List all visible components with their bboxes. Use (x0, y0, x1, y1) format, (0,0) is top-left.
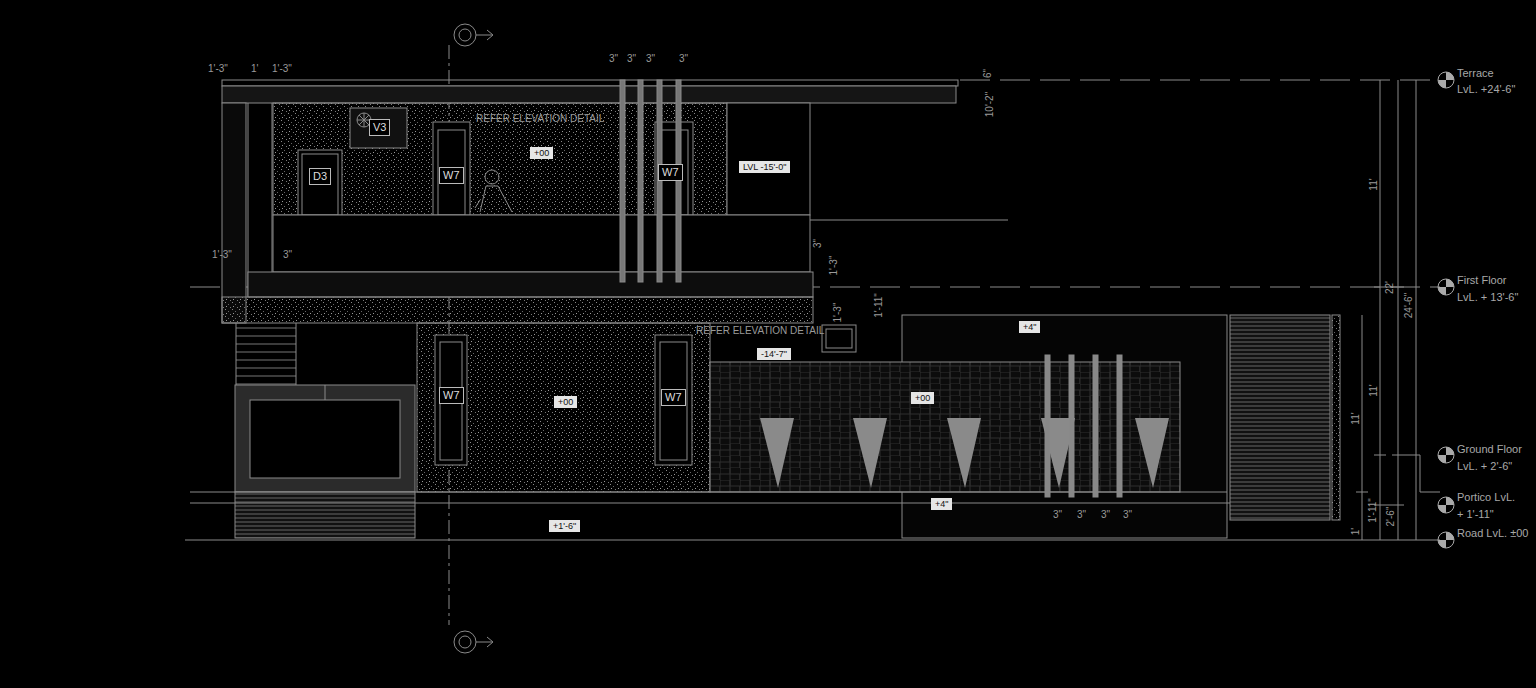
tag-text: -14'-7" (761, 349, 787, 359)
dimension-label: 11' (1368, 178, 1379, 190)
dimension-label: 1'-11" (1367, 498, 1378, 523)
dimension-label: 6" (982, 69, 993, 78)
tag-text: W7 (443, 169, 460, 181)
dimension-label: 1'-3" (832, 303, 843, 323)
level-label: LvL. +24'-6" (1457, 83, 1515, 95)
tag-text: LVL -15'-0" (743, 162, 786, 172)
tag-text: +00 (534, 148, 549, 158)
level-tag: LVL -15'-0" (739, 161, 790, 173)
dimension-label: 11' (1368, 384, 1379, 396)
level-label: LvL. + 2'-6" (1457, 460, 1512, 472)
level-tag: +00 (554, 396, 577, 408)
window-tag: V3 (369, 119, 390, 136)
dimension-label: 1'-3" (212, 249, 232, 260)
level-tag: +00 (530, 147, 553, 159)
dimension-label: 1'-3" (828, 256, 839, 276)
dimension-label: REFER ELEVATION DETAIL (476, 113, 604, 124)
dimension-label: 3" (283, 249, 292, 260)
tag-text: +00 (915, 393, 930, 403)
dimension-label: 2'-6" (1385, 507, 1396, 527)
level-tag: +1'-6" (549, 520, 580, 532)
level-label: LvL. + 13'-6" (1457, 291, 1518, 303)
tag-text: D3 (313, 170, 327, 182)
dimension-label: 22' (1384, 281, 1395, 294)
level-label: Portico LvL. (1457, 491, 1515, 503)
level-label: Ground Floor (1457, 443, 1522, 455)
tag-text: +1'-6" (553, 521, 576, 531)
dimension-label: 3" (1053, 509, 1062, 520)
dimension-label: 3" (1077, 509, 1086, 520)
window-tag: W7 (658, 164, 683, 181)
dimension-label: 1' (1350, 528, 1361, 535)
dimension-label: 3" (646, 53, 655, 64)
tag-text: +4" (1023, 322, 1036, 332)
tag-text: W7 (662, 166, 679, 178)
level-tag: +4" (1019, 321, 1040, 333)
dimension-label: 10'-2" (984, 92, 995, 117)
level-tag: +00 (911, 392, 934, 404)
dimension-label: 3" (812, 239, 823, 248)
dimension-label: 1'-3" (272, 63, 292, 74)
level-label: + 1'-11" (1457, 508, 1494, 520)
dimension-label: 3" (1101, 509, 1110, 520)
dimension-label: 1'-11" (873, 293, 884, 318)
dimension-label: 11' (1350, 412, 1361, 424)
level-label: Terrace (1457, 67, 1494, 79)
dimension-label: REFER ELEVATION DETAIL (696, 325, 824, 336)
level-tag: +4" (931, 498, 952, 510)
window-tag: D3 (309, 168, 331, 185)
tag-text: W7 (665, 391, 682, 403)
level-tag: -14'-7" (757, 348, 791, 360)
dimension-label: 3" (679, 53, 688, 64)
dimension-label: 3" (627, 53, 636, 64)
level-label: Road LvL. ±00 (1457, 527, 1528, 539)
window-tag: W7 (439, 167, 464, 184)
dimension-label: 24'-6" (1403, 293, 1414, 318)
level-label: First Floor (1457, 274, 1507, 286)
tag-text: +4" (935, 499, 948, 509)
tag-text: W7 (443, 389, 460, 401)
window-tag: W7 (661, 389, 686, 406)
tag-text: V3 (373, 121, 386, 133)
tag-text: +00 (558, 397, 573, 407)
dimension-label: 3" (1123, 509, 1132, 520)
dimension-label: 1' (251, 63, 258, 74)
dimension-label: 3" (609, 53, 618, 64)
window-tag: W7 (439, 387, 464, 404)
dimension-label: 1'-3" (208, 63, 228, 74)
